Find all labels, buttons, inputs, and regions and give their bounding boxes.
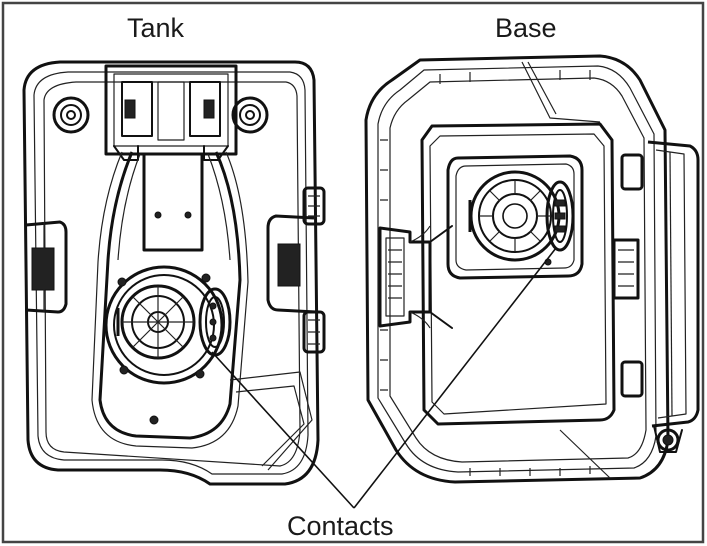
base-contacts	[545, 180, 575, 252]
tank-latch	[104, 64, 238, 161]
tank-illustration	[22, 60, 326, 486]
base-rim-ticks	[380, 70, 591, 476]
tank-side-handle-left	[25, 220, 68, 314]
contacts-label: Contacts	[287, 511, 394, 541]
tank-connector	[104, 265, 224, 385]
base-illustration	[364, 54, 700, 484]
tank-mount-hole-right	[231, 96, 269, 134]
tank-ramp	[229, 371, 313, 471]
tank-label: Tank	[127, 13, 185, 43]
base-connector-pad	[446, 154, 584, 280]
base-right-rail	[612, 140, 700, 453]
base-tray	[420, 122, 616, 426]
tank-channel	[91, 151, 249, 449]
base-left-latch	[378, 225, 453, 329]
base-top-feature	[521, 61, 601, 123]
base-label: Base	[495, 13, 557, 43]
tank-side-handle-right	[266, 214, 317, 314]
contacts-leader-lines	[211, 247, 557, 509]
tank-mount-hole-left	[52, 96, 90, 134]
tank-edge-knobs	[302, 186, 326, 354]
